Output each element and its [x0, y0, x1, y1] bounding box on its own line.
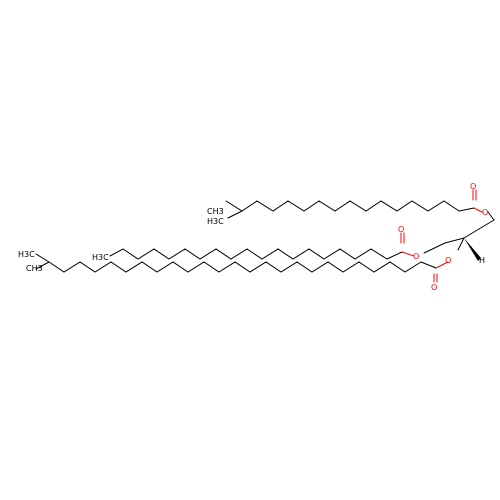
top-acyl-chain: [225, 189, 483, 219]
stereo-hydrogen-label: H: [479, 256, 485, 265]
glycerol-backbone: [423, 211, 495, 261]
backbone-bond: [463, 228, 480, 239]
backbone-bond: [457, 237, 465, 251]
bottom-chain-backbone: [48, 261, 422, 273]
bottom-acyl-chain: [35, 253, 449, 283]
bottom-chain-branch: [35, 261, 50, 270]
top-chain-branch: [227, 210, 243, 219]
bottom-ester-oxygen-label: O: [445, 256, 451, 265]
middle-acyl-chain: [109, 232, 415, 260]
ester-bond: [435, 261, 449, 269]
middle-chain-backbone: [109, 248, 388, 260]
middle-ester-oxygen-label: O: [413, 252, 419, 261]
middle-carbonyl-oxygen-label: O: [398, 225, 404, 234]
backbone-bond: [487, 211, 495, 221]
backbone-bond: [423, 242, 446, 254]
ester-bond: [473, 207, 483, 213]
top-branch-methyl-label: H3C: [207, 217, 224, 226]
ester-bond: [401, 251, 415, 257]
carbonyl-carbon-bond: [458, 207, 475, 212]
bottom-ethyl-methyl-label: H3C: [18, 250, 35, 259]
middle-terminal-methyl-label: H3C: [92, 253, 109, 262]
bottom-chain-branch: [35, 253, 50, 263]
carbonyl-carbon-bond: [386, 251, 403, 260]
carbonyl-carbon-bond: [420, 261, 437, 269]
stereo-wedge: [464, 238, 481, 261]
backbone-bond: [478, 219, 495, 230]
bottom-branch-methyl-label: CH3: [26, 264, 43, 273]
top-ester-oxygen-label: O: [482, 208, 488, 217]
backbone-bond: [444, 237, 465, 244]
bottom-carbonyl-oxygen-label: O: [431, 283, 437, 292]
top-methyl-label: CH3: [207, 207, 224, 216]
top-chain-backbone: [225, 200, 460, 212]
top-carbonyl-oxygen-label: O: [470, 182, 476, 191]
